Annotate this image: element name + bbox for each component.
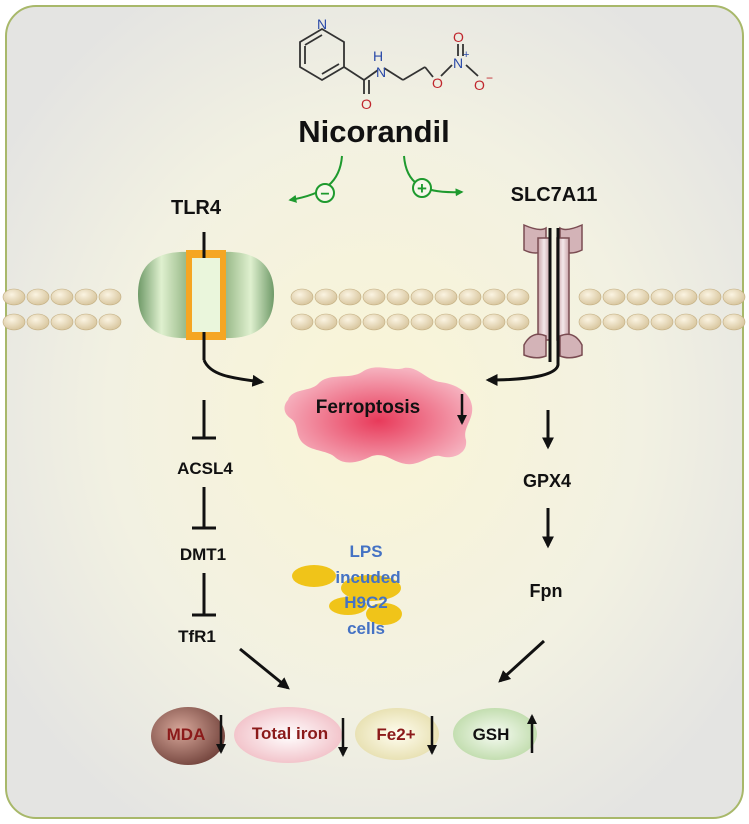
drug-name: Nicorandil bbox=[298, 114, 450, 149]
membrane-bead bbox=[434, 288, 458, 306]
membrane-bead bbox=[722, 288, 746, 306]
membrane-bead bbox=[626, 288, 650, 306]
membrane-bead bbox=[290, 288, 314, 306]
marker-iron-label: Total iron bbox=[252, 724, 328, 743]
membrane-bead bbox=[650, 288, 674, 306]
target-tlr4: TLR4 bbox=[171, 197, 222, 219]
marker-fe-bubble bbox=[355, 708, 439, 760]
membrane-bead bbox=[674, 313, 698, 331]
cells-line3: H9C2 bbox=[344, 593, 387, 612]
membrane-bead bbox=[578, 288, 602, 306]
membrane-bead bbox=[722, 313, 746, 331]
membrane-bead bbox=[650, 313, 674, 331]
membrane-bead bbox=[2, 288, 26, 306]
atom-n-plus: + bbox=[463, 49, 469, 61]
cells-line4: cells bbox=[347, 619, 385, 638]
membrane-bead bbox=[338, 288, 362, 306]
atom-nh-h: H bbox=[373, 48, 383, 64]
acsl4-label: ACSL4 bbox=[177, 459, 233, 478]
left-pathway-inhibitors bbox=[192, 400, 216, 617]
membrane-bead bbox=[362, 288, 386, 306]
marker-iron-bubble bbox=[234, 707, 342, 763]
membrane-bead bbox=[290, 313, 314, 331]
membrane-bead bbox=[2, 313, 26, 331]
membrane-bead bbox=[506, 313, 530, 331]
cell-blobs bbox=[292, 565, 402, 625]
marker-gsh-bubble bbox=[453, 708, 537, 760]
membrane-bead bbox=[98, 313, 122, 331]
nicorandil-atoms: N H N O O N + O O − bbox=[317, 16, 493, 112]
cells-line1: LPS bbox=[349, 542, 382, 561]
slc7a11-transporter bbox=[523, 223, 583, 359]
membrane-bead bbox=[434, 313, 458, 331]
fpn-to-markers-arrow bbox=[498, 639, 546, 683]
membrane-bead bbox=[482, 288, 506, 306]
membrane-bead bbox=[386, 313, 410, 331]
membrane-bead bbox=[410, 313, 434, 331]
membrane-bead bbox=[674, 288, 698, 306]
fpn-label: Fpn bbox=[530, 581, 563, 601]
tfr1-label: TfR1 bbox=[178, 627, 216, 646]
membrane-bead bbox=[50, 288, 74, 306]
cells-line2: incuded bbox=[335, 568, 400, 587]
membrane-bead bbox=[26, 313, 50, 331]
membrane-bead bbox=[626, 313, 650, 331]
slc7a11-to-ferroptosis-arrow bbox=[485, 228, 560, 386]
membrane-bead bbox=[314, 288, 338, 306]
membrane-bead bbox=[338, 313, 362, 331]
atom-o-minus: − bbox=[486, 71, 493, 85]
membrane-bead bbox=[26, 288, 50, 306]
membrane-bead bbox=[698, 313, 722, 331]
membrane-bead bbox=[458, 313, 482, 331]
atom-nh-n: N bbox=[376, 64, 386, 80]
marker-mda-bubble bbox=[151, 707, 225, 765]
atom-o-carbonyl: O bbox=[361, 96, 372, 112]
membrane-bead bbox=[386, 288, 410, 306]
minus-symbol: − bbox=[320, 186, 329, 203]
atom-o-ether: O bbox=[432, 75, 443, 91]
atom-o-right: O bbox=[474, 77, 485, 93]
ferroptosis-blob bbox=[284, 367, 473, 465]
membrane-bead bbox=[458, 288, 482, 306]
atom-n-nitro: N bbox=[453, 55, 463, 71]
membrane-bead bbox=[314, 313, 338, 331]
membrane-bead bbox=[74, 313, 98, 331]
membrane-bead bbox=[506, 288, 530, 306]
marker-gsh-label: GSH bbox=[473, 725, 510, 744]
dmt1-label: DMT1 bbox=[180, 545, 226, 564]
membrane-bead bbox=[698, 288, 722, 306]
membrane-bead bbox=[362, 313, 386, 331]
membrane-bead bbox=[602, 288, 626, 306]
marker-mda-label: MDA bbox=[167, 725, 206, 744]
membrane-bead bbox=[74, 288, 98, 306]
atom-n-ring: N bbox=[317, 16, 327, 32]
membrane-bead bbox=[98, 288, 122, 306]
gpx4-label: GPX4 bbox=[523, 471, 571, 491]
membrane-bead bbox=[482, 313, 506, 331]
membrane-bead bbox=[410, 288, 434, 306]
minus-circle bbox=[315, 183, 335, 203]
ferroptosis-label: Ferroptosis bbox=[316, 397, 421, 418]
plus-circle bbox=[412, 178, 432, 198]
tlr4-channel bbox=[138, 232, 274, 360]
tfr1-to-markers-arrow bbox=[239, 647, 290, 690]
target-slc7a11: SLC7A11 bbox=[511, 184, 598, 206]
cell-membrane bbox=[2, 288, 746, 331]
marker-fe-label: Fe2+ bbox=[376, 725, 415, 744]
tlr4-to-ferroptosis-arrow bbox=[202, 359, 265, 387]
nicorandil-structure bbox=[299, 27, 479, 94]
membrane-bead bbox=[602, 313, 626, 331]
plus-symbol: + bbox=[417, 179, 427, 198]
atom-o-top: O bbox=[453, 29, 464, 45]
membrane-bead bbox=[578, 313, 602, 331]
membrane-bead bbox=[50, 313, 74, 331]
